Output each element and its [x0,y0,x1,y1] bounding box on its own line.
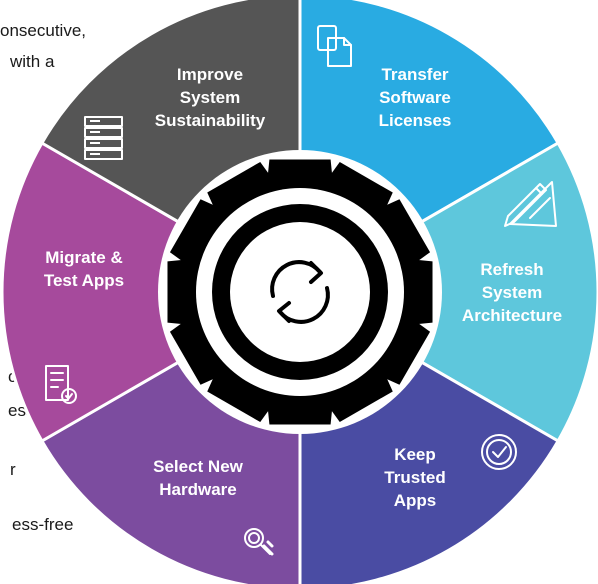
segment-label-line: System [180,88,240,107]
segment-label-line: Keep [394,445,436,464]
segment-label-line: Licenses [379,111,452,130]
segment-label-line: Test Apps [44,271,124,290]
segment-label-line: Hardware [159,480,236,499]
segment-label-line: Refresh [480,260,543,279]
center-gear [158,150,442,434]
bg-text-line-1: onsecutive, [0,21,86,40]
segment-label-line: Select New [153,457,244,476]
gear-tooth [169,199,219,264]
segment-label-line: Apps [394,491,437,510]
gear-tooth [328,161,393,211]
server-icon [84,116,123,160]
refresh-cycle-icon [270,260,330,324]
bg-text-line-6: r [10,460,16,479]
bg-text-line-2: with a [10,52,55,71]
gear-tooth [207,161,272,211]
segment-label-line: Software [379,88,451,107]
magnifier-icon [244,528,274,556]
gear-tooth [328,373,393,423]
segment-label-line: Transfer [381,65,448,84]
segment-label-line: Migrate & [45,248,122,267]
check-circle-icon [481,434,517,470]
segment-refresh-architecture [296,140,598,444]
gear-tooth [169,320,219,385]
checklist-icon [45,365,77,404]
segment-label-line: Sustainability [155,111,266,130]
bg-text-line-7: ess-free [12,515,74,534]
segment-label-line: Trusted [384,468,445,487]
segment-label-line: Improve [177,65,243,84]
copy-documents-icon [317,25,352,67]
pencil-ruler-icon [504,181,557,227]
gear-tooth [381,199,431,264]
segment-label-line: System [482,283,542,302]
segment-label-migrate-test-apps: Migrate & Test Apps [44,248,124,290]
segment-label-line: Architecture [462,306,562,325]
segment-migrate-test-apps [0,140,304,444]
gear-tooth [381,320,431,385]
gear-tooth [207,373,272,423]
